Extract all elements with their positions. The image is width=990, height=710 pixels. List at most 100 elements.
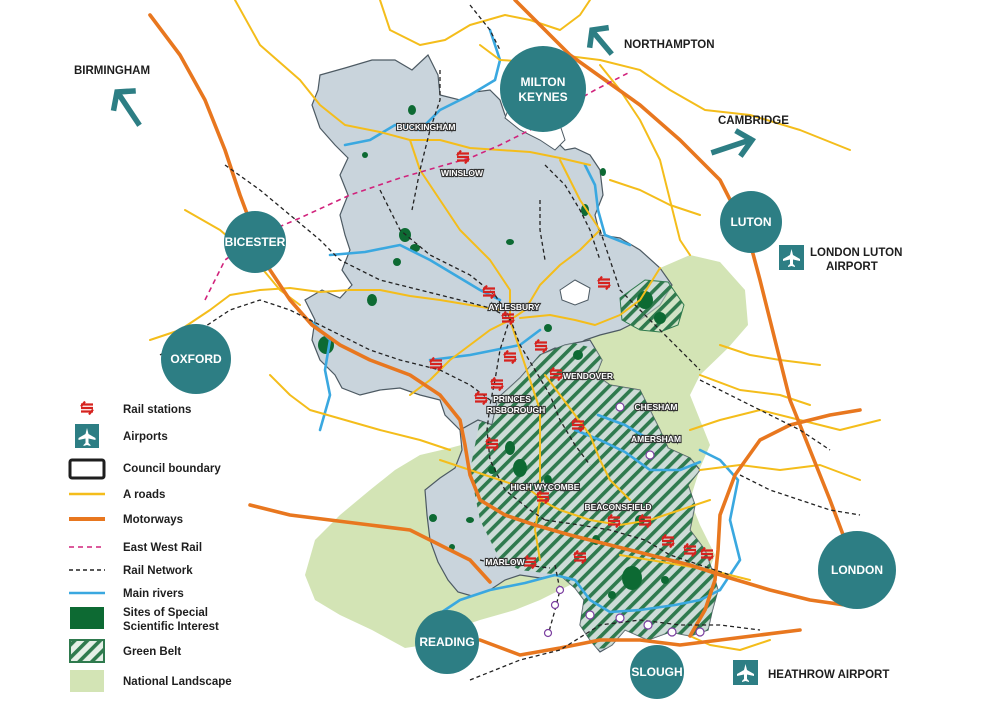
m4 [248,503,492,584]
circle-label-bicester: BICESTER [225,235,286,249]
river-thame-west [428,328,542,362]
rail-station-icon [597,275,611,291]
circle-label-slough: SLOUGH [631,665,682,679]
town-label-princes: PRINCES [493,394,531,404]
circle-label-milton: MILTON [521,75,566,89]
town-label-risborough: RISBOROUGH [487,405,546,415]
airport-heathrow: HEATHROW AIRPORT [733,660,889,685]
rail-station-icon [456,149,470,165]
circle-bicester: BICESTER [224,211,286,273]
circle-label-london: LONDON [831,563,883,577]
town-label-high-wycombe: HIGH WYCOMBE [511,482,580,492]
rail-station-icon [607,513,621,529]
rail-station-icon [638,513,652,529]
rail-station-icon [549,366,563,382]
direction-arrows [110,24,757,158]
city-circles: MILTON KEYNES BICESTER OXFORD LUTON LOND… [161,46,896,699]
circle-label-oxford: OXFORD [170,352,222,366]
plane-icon [78,428,96,446]
rail-station-icon [573,549,587,565]
sssi-swatch [70,607,104,629]
airport-label-luton-1: LONDON LUTON [810,247,902,259]
rail-station-icon [80,400,94,416]
town-label-chesham: CHESHAM [635,402,678,412]
airport-luton: LONDON LUTON AIRPORT [779,245,902,273]
river-ouzel [583,163,632,247]
river-chess [596,413,652,442]
legend-label-green-belt: Green Belt [123,646,181,658]
legend-label-a-roads: A roads [123,489,165,501]
plane-icon [783,249,800,267]
map-legend: Rail stations Airports Council boundary … [68,400,232,692]
green-belt-swatch [69,639,105,663]
legend-item-council-boundary: Council boundary [68,458,221,480]
town-label-beaconsfield: BEACONSFIELD [584,502,651,512]
underground-stations [543,402,705,638]
circle-label-keynes: KEYNES [518,90,567,104]
arrow-northampton [586,24,614,56]
plane-icon [737,664,754,682]
airport-label-luton-2: AIRPORT [826,261,878,273]
m40 [148,13,847,607]
council-boundary-swatch [68,458,106,480]
river-thame [328,243,502,302]
sssi-sites [318,105,669,599]
legend-item-green-belt: Green Belt [69,639,181,663]
town-labels: BUCKINGHAM WINSLOW AYLESBURY WENDOVER PR… [395,121,682,568]
direction-label-northampton: NORTHAMPTON [624,39,715,51]
legend-item-rail-network: Rail Network [69,565,193,577]
arrow-birmingham [110,88,142,127]
direction-label-birmingham: BIRMINGHAM [74,65,150,77]
rail-station-icon [482,284,496,300]
river-colne [698,448,742,592]
river-great-ouse [343,28,502,147]
legend-label-main-rivers: Main rivers [123,588,184,600]
town-label-wendover: WENDOVER [563,371,613,381]
town-label-winslow: WINSLOW [441,168,484,178]
circle-reading: READING [415,610,479,674]
rail-station-icon [501,310,515,326]
legend-label-rail-stations: Rail stations [123,404,191,416]
circle-label-reading: READING [419,635,474,649]
rail-station-icon [536,489,550,505]
rail-station-icon [490,376,504,392]
legend-item-sssi: Sites of Special Scientific Interest [70,607,219,633]
airport-label-heathrow: HEATHROW AIRPORT [768,669,889,681]
rail-station-icon [503,349,517,365]
legend-item-rail-stations: Rail stations [80,400,191,416]
river-misbourne [573,428,702,472]
legend-label-airports: Airports [123,431,168,443]
legend-item-main-rivers: Main rivers [69,588,184,600]
rail-station-icon [523,554,537,570]
legend-label-motorways: Motorways [123,514,183,526]
rail-station-icon [700,546,714,562]
rail-station-icon [429,356,443,372]
town-label-buckingham: BUCKINGHAM [396,122,455,132]
rail-station-icon [485,436,499,452]
legend-label-sssi-2: Scientific Interest [123,621,219,633]
circle-milton-keynes: MILTON KEYNES [500,46,586,132]
legend-label-rail-network: Rail Network [123,565,193,577]
arrow-cambridge [710,128,757,158]
legend-item-motorways: Motorways [69,514,183,526]
rail-stations [429,149,714,570]
legend-item-east-west-rail: East West Rail [69,542,202,554]
legend-label-national-landscape: National Landscape [123,676,232,688]
circle-slough: SLOUGH [630,645,684,699]
circle-luton: LUTON [720,191,782,253]
town-label-amersham: AMERSHAM [631,434,681,444]
town-label-marlow: MARLOW [485,557,525,567]
circle-oxford: OXFORD [161,324,231,394]
rail-station-icon [474,390,488,406]
circle-london: LONDON [818,531,896,609]
m25 [688,408,862,638]
circle-label-luton: LUTON [730,215,771,229]
luton-area [559,279,591,306]
legend-item-national-landscape: National Landscape [70,670,232,692]
legend-label-council-boundary: Council boundary [123,463,221,475]
rail-station-icon [571,417,585,433]
rail-station-icon [683,542,697,558]
rail-station-icon [534,338,548,354]
national-landscape-swatch [70,670,104,692]
